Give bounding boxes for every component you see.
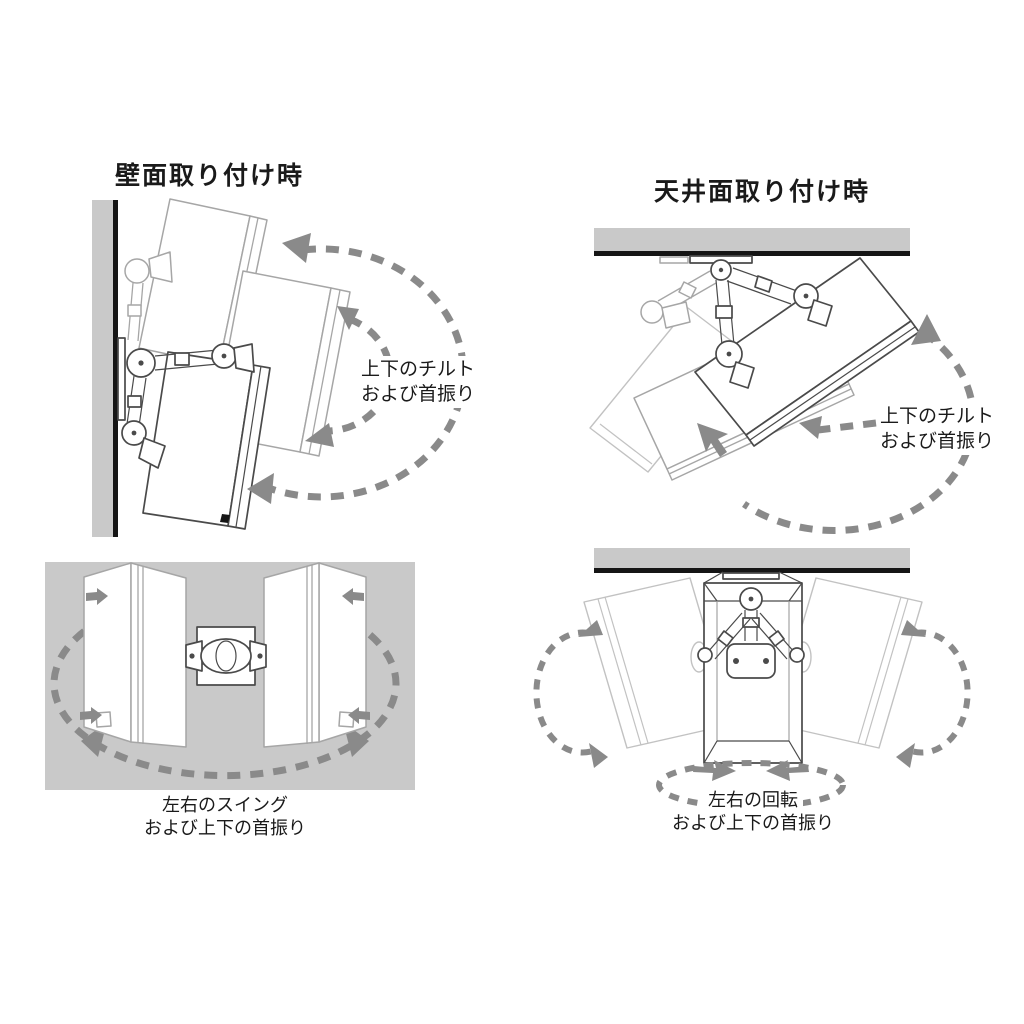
right-speaker	[263, 562, 370, 748]
wall-tilt-label-line2: および首振り	[361, 384, 476, 405]
wall-swing-diagram	[45, 562, 415, 790]
ceiling-edge	[594, 568, 910, 573]
speaker-main	[694, 257, 920, 447]
ceiling-surface	[594, 228, 910, 251]
pan-arrow-icon	[86, 588, 108, 605]
label-pointer-arrow-icon	[799, 416, 822, 439]
wall-surface	[92, 200, 113, 537]
rotate-arrow-right-icon	[693, 760, 736, 781]
tilt-arc	[742, 314, 977, 535]
inner-arrow-up-icon	[337, 306, 359, 330]
wall-mount-diagram	[92, 198, 467, 537]
wall-swing-label-line2: および上下の首振り	[144, 818, 306, 838]
left-speaker	[80, 562, 187, 748]
ceiling-mount-diagram	[589, 228, 977, 535]
wall-mount-title: 壁面取り付け時	[115, 162, 305, 190]
wall-bracket-arm	[117, 251, 255, 469]
ceiling-rotation-label: 左右の回転 および上下の首振り	[623, 789, 883, 835]
wall-swing-label-line1: 左右のスイング	[162, 795, 288, 815]
speaker-ghost-right	[772, 577, 923, 749]
tilt-arrow-up-icon	[282, 233, 311, 263]
center-speaker-rear	[697, 571, 805, 764]
tilt-arrow-down-icon	[247, 473, 274, 504]
pan-arrow-icon	[348, 707, 370, 724]
ceiling-mount-title: 天井面取り付け時	[654, 178, 871, 206]
ceiling-rotation-label-line1: 左右の回転	[703, 789, 803, 812]
swivel-arrow-icon	[589, 743, 608, 768]
inner-arrow-down-icon	[305, 423, 334, 447]
ceiling-rotation-label-line2: および上下の首振り	[672, 813, 834, 833]
ceiling-tilt-label-line2: および首振り	[880, 431, 995, 452]
tilt-arrow-up-icon	[911, 314, 941, 345]
ceiling-tilt-label: 上下のチルト および首振り	[877, 403, 998, 455]
ceiling-tilt-label-line1: 上下のチルト	[880, 406, 995, 427]
wall-tilt-label: 上下のチルト および首振り	[358, 356, 479, 408]
speaker-tilt-down	[142, 351, 271, 530]
swivel-arrow-icon	[901, 620, 926, 637]
side-swivel-arcs	[533, 620, 971, 768]
ceiling-surface	[594, 548, 910, 568]
swivel-bracket	[185, 626, 267, 686]
face-pointer-arrow-icon	[697, 423, 728, 457]
tilt-arc	[247, 233, 467, 504]
swivel-arrow-icon	[578, 620, 603, 637]
ceiling-bracket-arm	[640, 255, 833, 389]
swivel-arrow-icon	[896, 743, 915, 768]
wall-edge	[113, 200, 118, 537]
ceiling-rotation-diagram	[533, 548, 971, 810]
rotate-arrow-left-icon	[766, 760, 809, 781]
ceiling-edge	[594, 251, 910, 256]
wall-swing-label: 左右のスイング および上下の首振り	[65, 794, 385, 840]
pan-arrow-icon	[342, 588, 364, 605]
pan-arrow-icon	[80, 707, 102, 724]
wall-tilt-label-line1: 上下のチルト	[361, 359, 476, 380]
